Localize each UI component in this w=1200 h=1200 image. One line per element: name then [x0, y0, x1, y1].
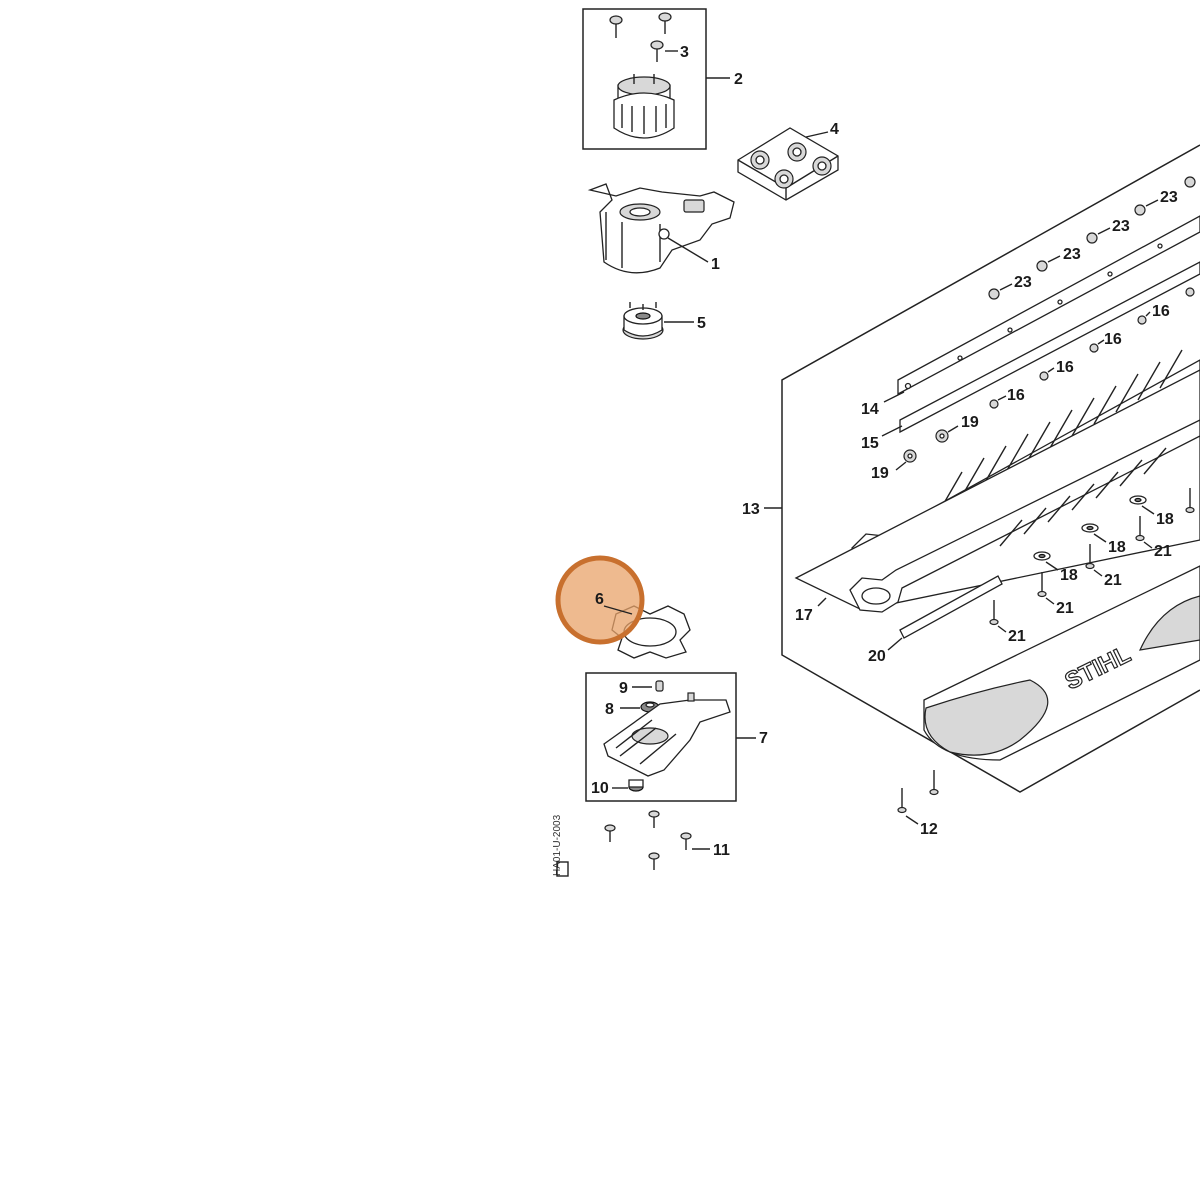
callout-19b[interactable]: 19	[871, 465, 889, 482]
callout-23c[interactable]: 23	[1112, 218, 1130, 235]
screw-21[interactable]	[989, 488, 1195, 626]
callout-8[interactable]: 8	[605, 701, 614, 718]
diagram-code-box	[556, 861, 569, 877]
spacer-19[interactable]	[903, 429, 949, 463]
cutter-bar-box	[781, 144, 1200, 793]
callout-11[interactable]: 11	[713, 842, 730, 859]
blade-guard[interactable]: STIHL	[923, 565, 1200, 761]
callout-18c[interactable]: 18	[1156, 511, 1174, 528]
screw-3b[interactable]	[658, 12, 672, 34]
callout-21d[interactable]: 21	[1154, 543, 1172, 560]
highlight-marker[interactable]	[555, 555, 645, 645]
screw-11a[interactable]	[648, 810, 660, 828]
callout-2[interactable]: 2	[734, 71, 743, 88]
callout-16c[interactable]: 16	[1104, 331, 1122, 348]
washer-16[interactable]	[989, 287, 1195, 409]
callout-20[interactable]: 20	[868, 648, 886, 665]
pin-9[interactable]	[655, 680, 664, 692]
washer-18[interactable]	[1033, 495, 1147, 561]
base-plate[interactable]	[603, 692, 731, 777]
nut-23[interactable]	[988, 176, 1196, 300]
callout-1[interactable]: 1	[711, 256, 720, 273]
clamping-bar[interactable]	[899, 575, 1003, 639]
callout-16a[interactable]: 16	[1007, 387, 1025, 404]
callout-4[interactable]: 4	[830, 121, 839, 138]
callout-7[interactable]: 7	[759, 730, 768, 747]
spacer-strip[interactable]	[899, 261, 1200, 434]
callout-13[interactable]: 13	[742, 501, 760, 518]
callout-14[interactable]: 14	[861, 401, 879, 418]
callout-15[interactable]: 15	[861, 435, 879, 452]
screw-11c[interactable]	[680, 832, 692, 850]
gear-housing[interactable]	[587, 183, 735, 274]
callout-16d[interactable]: 16	[1152, 303, 1170, 320]
callout-21b[interactable]: 21	[1056, 600, 1074, 617]
callout-23d[interactable]: 23	[1160, 189, 1178, 206]
callout-18b[interactable]: 18	[1108, 539, 1126, 556]
plug-10[interactable]	[628, 779, 644, 792]
callout-9[interactable]: 9	[619, 680, 628, 697]
callout-12[interactable]: 12	[920, 821, 938, 838]
callout-21a[interactable]: 21	[1008, 628, 1026, 645]
callout-17[interactable]: 17	[795, 607, 813, 624]
lower-cutter-blade[interactable]	[794, 369, 1200, 613]
callout-16b[interactable]: 16	[1056, 359, 1074, 376]
screw-3c[interactable]	[650, 40, 664, 62]
screw-12[interactable]	[897, 770, 939, 814]
bushing-set[interactable]	[737, 127, 839, 201]
callout-6[interactable]: 6	[595, 591, 604, 608]
callout-23b[interactable]: 23	[1063, 246, 1081, 263]
electric-motor[interactable]	[613, 74, 675, 139]
drive-coupling[interactable]	[622, 302, 664, 340]
screw-11d[interactable]	[648, 852, 660, 870]
screw-11b[interactable]	[604, 824, 616, 842]
motor-assembly-box	[582, 8, 707, 150]
screw-3a[interactable]	[609, 15, 623, 38]
guard-rail[interactable]	[897, 215, 1200, 396]
diagram-code: HA01-U-2003	[552, 814, 563, 876]
callout-10[interactable]: 10	[591, 780, 609, 797]
callout-18a[interactable]: 18	[1060, 567, 1078, 584]
callout-3[interactable]: 3	[680, 44, 689, 61]
base-plate-box	[585, 672, 737, 802]
callout-23a[interactable]: 23	[1014, 274, 1032, 291]
callout-5[interactable]: 5	[697, 315, 706, 332]
callout-21c[interactable]: 21	[1104, 572, 1122, 589]
callout-19a[interactable]: 19	[961, 414, 979, 431]
